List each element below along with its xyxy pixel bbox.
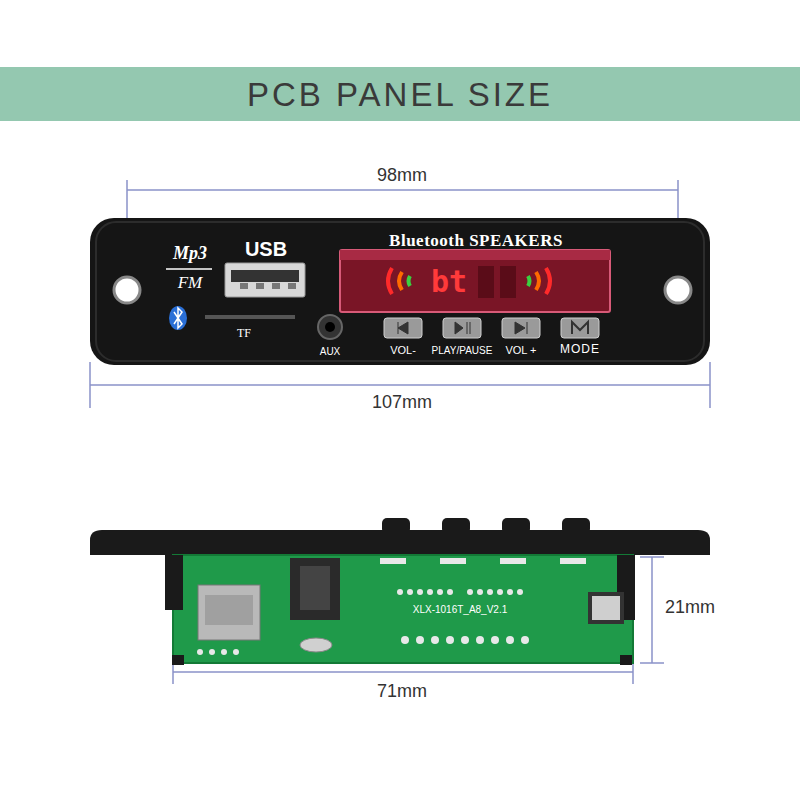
logo-text: FM [178, 274, 203, 293]
dimension-line [90, 180, 710, 684]
port-label: TF [237, 327, 251, 340]
dimension-label: 98mm [377, 166, 427, 186]
usb-port [225, 263, 305, 297]
display-caption: Bluetooth SPEAKERS [389, 232, 563, 251]
tf-slot [205, 315, 295, 319]
panel-edge [90, 518, 710, 555]
port-label: USB [245, 238, 287, 260]
title: PCB PANEL SIZE [247, 77, 553, 113]
port-label: AUX [320, 346, 341, 357]
board-marking: XLX-1016T_A8_V2.1 [413, 604, 508, 615]
button-label: VOL + [505, 344, 536, 356]
button [384, 318, 599, 338]
dimension-label: 71mm [377, 682, 427, 702]
logo-text: Mp3 [173, 244, 207, 264]
mount-hole [665, 277, 691, 303]
led-display [340, 250, 610, 312]
bluetooth-icon [169, 306, 187, 330]
mount-hole [114, 277, 140, 303]
aux-jack [318, 315, 342, 339]
dimension-label: 107mm [372, 393, 432, 413]
title-band [0, 67, 800, 121]
button-label: MODE [560, 343, 600, 356]
dimension-label: 21mm [665, 598, 715, 618]
button-label: VOL- [390, 344, 416, 356]
pcb-board [165, 555, 635, 665]
display-digits: bt [431, 265, 467, 298]
button-label: PLAY/PAUSE [432, 345, 493, 356]
front-panel [90, 218, 710, 365]
